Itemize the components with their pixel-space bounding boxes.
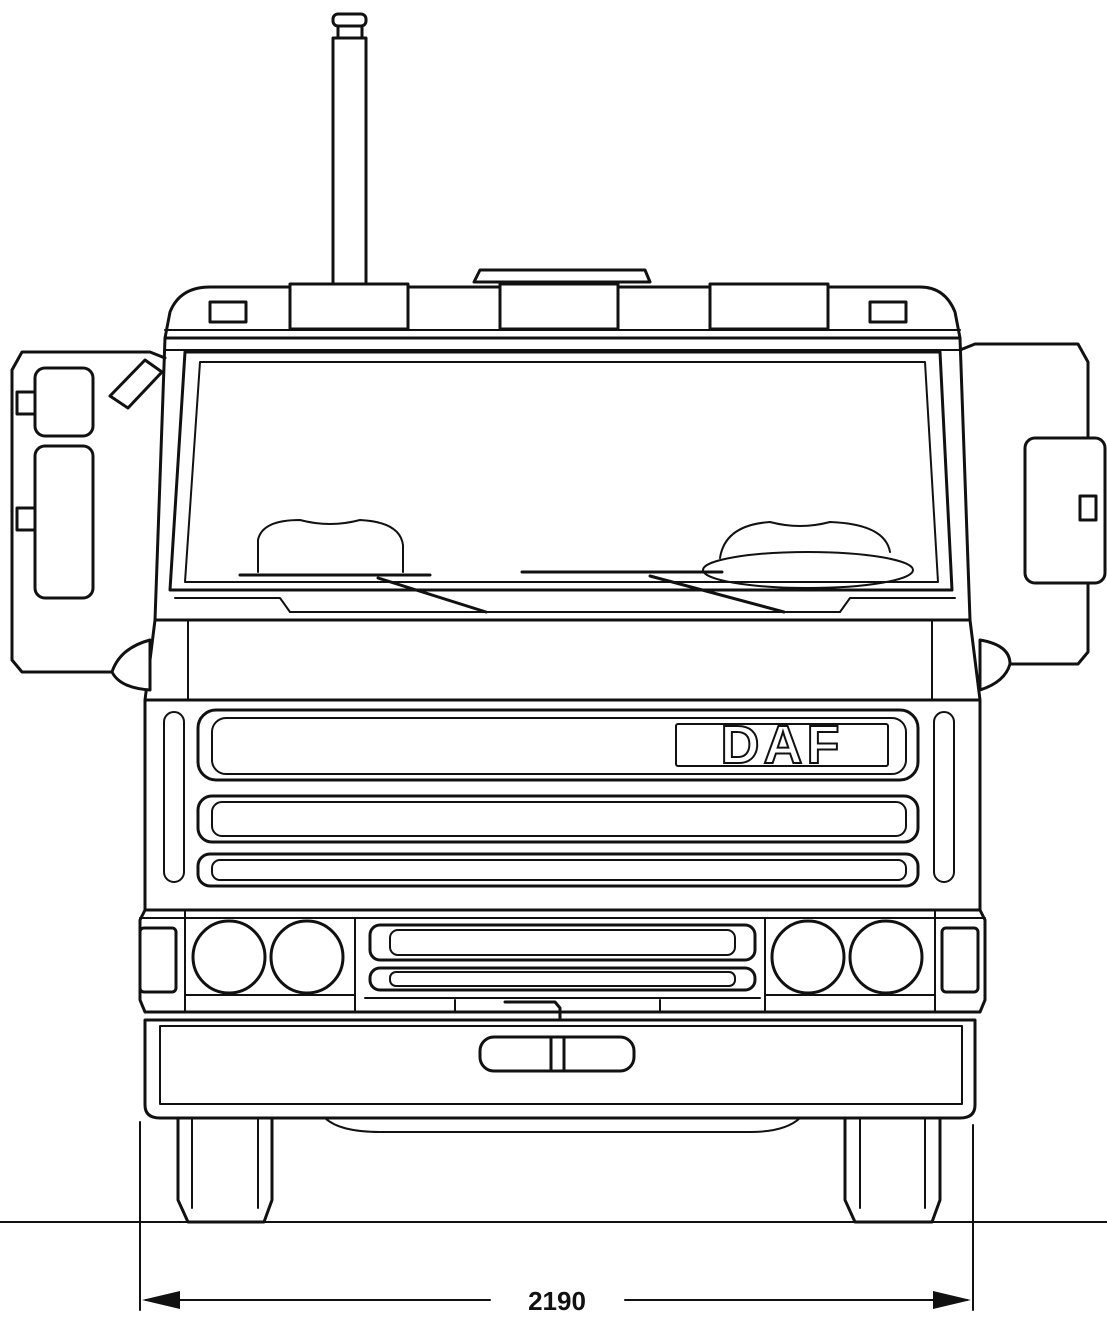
wiper-right: [520, 570, 786, 614]
side-marker-left: [163, 711, 185, 883]
indicator-left: [138, 926, 178, 994]
seat-left: [257, 519, 404, 573]
mirror-right: [958, 342, 1107, 692]
windshield: [168, 350, 956, 613]
logo: DAF: [675, 714, 889, 776]
cab-body: [143, 336, 982, 912]
logo-text: DAF: [721, 715, 844, 775]
exhaust-stack: [331, 12, 368, 290]
arrow-left-icon: [142, 1291, 180, 1309]
cab-roof: [163, 282, 962, 351]
seat-right: [702, 521, 914, 589]
wiper-left: [238, 573, 488, 614]
front-bumper: [143, 1018, 977, 1133]
grille: [196, 708, 920, 888]
side-marker-right: [933, 711, 955, 883]
roof-hatch: [472, 268, 652, 284]
lower-grille: [364, 923, 761, 1020]
wheel-right: [843, 1116, 942, 1224]
indicator-right: [940, 926, 980, 994]
headlights-left: [191, 919, 345, 995]
wheel-left: [176, 1116, 274, 1224]
mirror-left: [10, 350, 167, 692]
headlights-right: [770, 919, 924, 995]
width-dimension-label: 2190: [528, 1286, 586, 1316]
arrow-right-icon: [933, 1291, 971, 1309]
width-dimension: 2190: [139, 1121, 974, 1316]
